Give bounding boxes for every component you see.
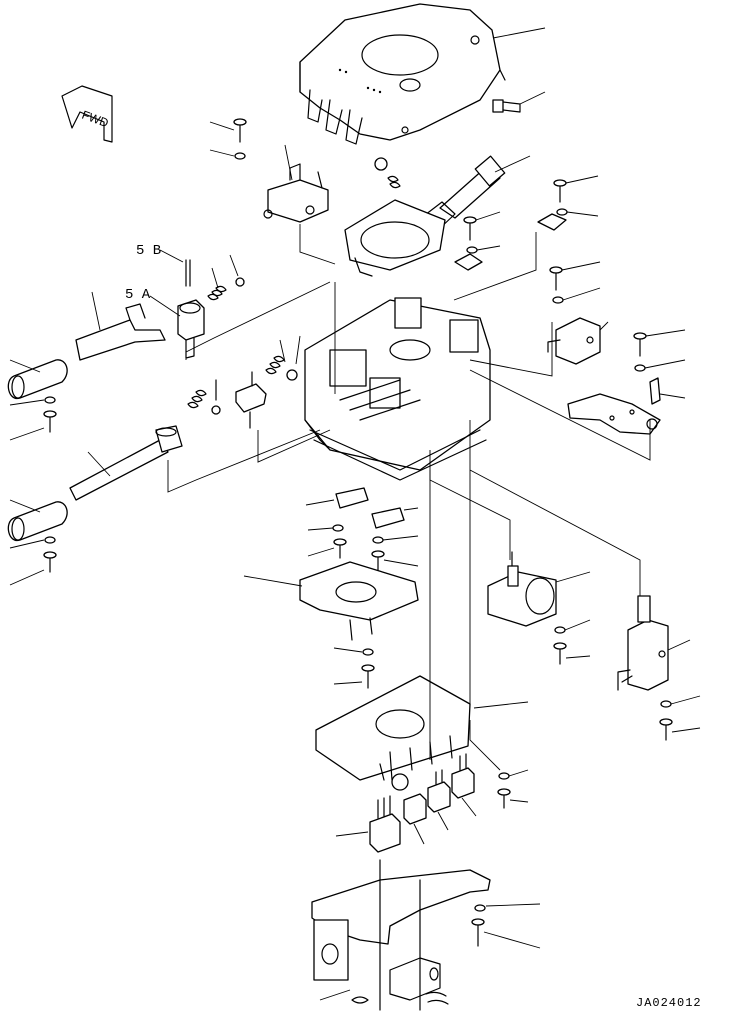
screw-washer-set bbox=[233, 118, 247, 160]
clip bbox=[371, 507, 405, 529]
mounting-bracket bbox=[311, 859, 491, 1011]
screw-washer-set bbox=[361, 648, 375, 689]
connector bbox=[427, 769, 451, 813]
spring bbox=[265, 355, 285, 375]
fwd-direction-arrow: FWD bbox=[61, 85, 113, 143]
connector bbox=[369, 795, 401, 853]
screw-washer-set bbox=[332, 524, 347, 559]
spring bbox=[387, 175, 401, 189]
grip-lower bbox=[7, 501, 68, 542]
ring-plate bbox=[344, 199, 446, 277]
screw-washer-set bbox=[371, 536, 385, 573]
screw-washer-set bbox=[549, 266, 564, 304]
main-housing bbox=[304, 297, 491, 481]
pin bbox=[649, 377, 661, 405]
clip bbox=[335, 487, 369, 509]
top-cover bbox=[299, 3, 506, 145]
drawing-code: JA024012 bbox=[636, 996, 702, 1010]
spring bbox=[187, 389, 207, 409]
screw-washer-set bbox=[553, 179, 568, 216]
ball bbox=[211, 405, 221, 415]
ball bbox=[374, 157, 388, 171]
screw-washer-set bbox=[659, 700, 673, 741]
small-plate bbox=[537, 213, 567, 231]
base-plate bbox=[315, 675, 471, 781]
solenoid bbox=[617, 595, 669, 691]
spring bbox=[207, 285, 227, 301]
top-switch bbox=[263, 163, 329, 223]
grip-upper bbox=[7, 359, 68, 400]
actuator bbox=[235, 371, 267, 429]
screw-washer-set bbox=[471, 904, 486, 947]
ball bbox=[235, 277, 245, 287]
part-5a-block bbox=[177, 299, 205, 359]
screw-washer-set bbox=[43, 536, 57, 573]
screw-washer-set bbox=[497, 772, 511, 809]
lever-rod-lower bbox=[69, 425, 183, 501]
lever-rod-upper bbox=[75, 303, 166, 361]
small-plate bbox=[454, 253, 483, 271]
callout-5a: 5 A bbox=[125, 287, 151, 303]
screw-washer-set bbox=[43, 396, 57, 433]
screw-washer-set bbox=[463, 216, 478, 254]
callout-5b: 5 B bbox=[136, 243, 161, 259]
motor-actuator bbox=[487, 551, 557, 627]
joystick-lever bbox=[424, 155, 506, 231]
ball bbox=[286, 369, 298, 381]
screw-washer-set bbox=[553, 626, 567, 665]
right-switch bbox=[547, 317, 601, 365]
screw-washer-set bbox=[633, 332, 647, 372]
lower-plate bbox=[299, 561, 419, 641]
fwd-label: FWD bbox=[80, 108, 111, 131]
bracket-plate bbox=[567, 393, 661, 435]
connector bbox=[391, 773, 427, 825]
connector bbox=[451, 753, 475, 799]
screw bbox=[492, 99, 521, 113]
wiring-routing-lines bbox=[167, 224, 651, 771]
part-5b-pin bbox=[185, 259, 191, 287]
